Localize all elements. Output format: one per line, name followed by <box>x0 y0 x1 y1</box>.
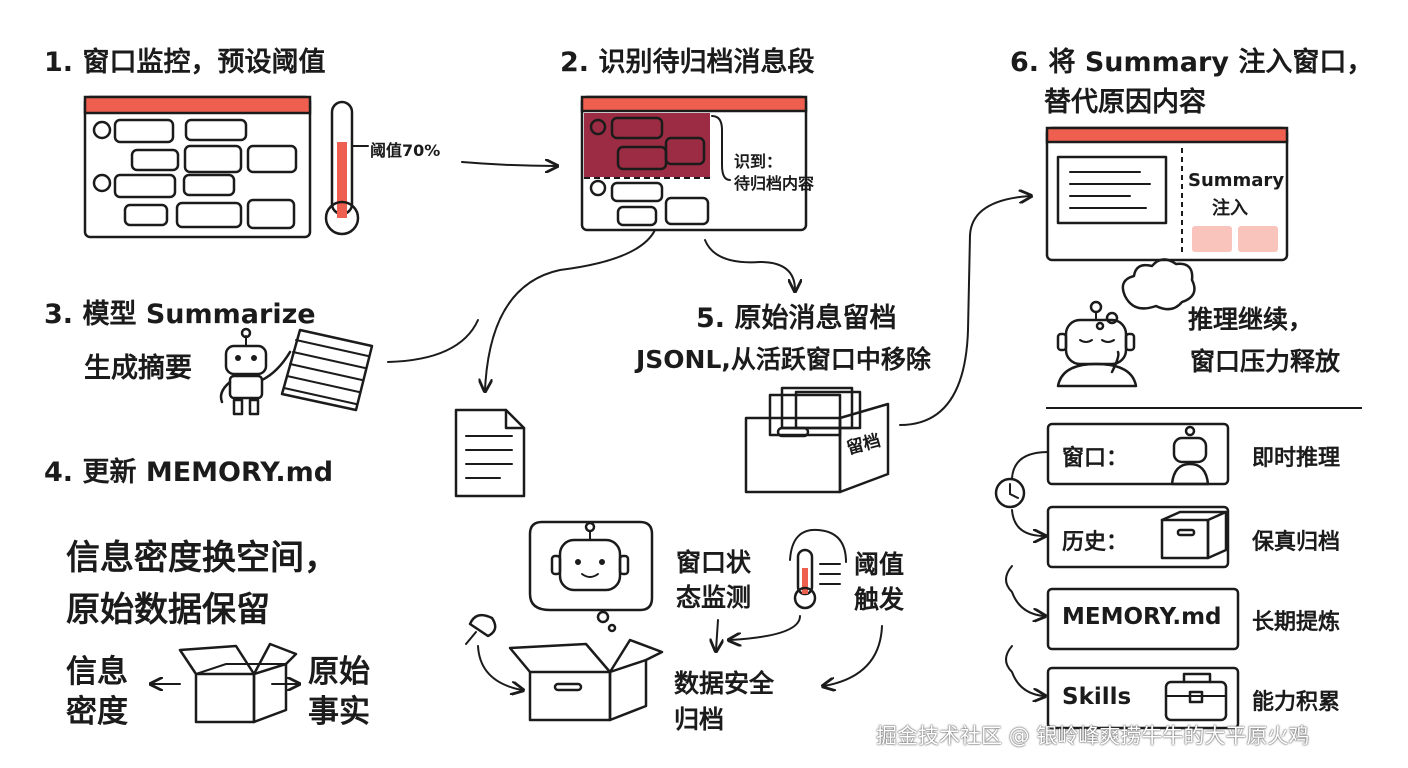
layer-memory-name: MEMORY.md <box>1062 604 1222 630</box>
cycle-safe-1: 数据安全 <box>674 669 775 698</box>
cycle-trigger-1: 阈值 <box>854 550 905 579</box>
pushpin-icon <box>465 613 497 645</box>
principle-left-1: 信息 <box>66 654 128 690</box>
threshold-label: 阈值70% <box>370 141 441 160</box>
cycle-safe-2: 归档 <box>674 705 725 734</box>
arrow-1-to-2 <box>461 162 556 166</box>
jsonl-archive-box-icon <box>744 386 890 494</box>
step-4-title: 4. 更新 MEMORY.md <box>44 457 334 488</box>
layer-skills-name: Skills <box>1062 684 1132 710</box>
timeline-arrow-3 <box>1005 565 1044 616</box>
svg-text:• • •: • • • <box>197 151 231 167</box>
principle-left-2: 密度 <box>66 694 128 730</box>
cycle-box-icon <box>508 638 664 722</box>
document-icon <box>454 408 526 498</box>
continue-label-1: 推理继续， <box>1188 305 1314 334</box>
step-1-title: 1. 窗口监控，预设阈值 <box>44 47 326 78</box>
layer-window-name: 窗口： <box>1062 446 1129 471</box>
continue-label-2: 窗口压力释放 <box>1190 347 1341 376</box>
arrow-2-to-doc <box>485 229 656 390</box>
principle-line-1: 信息密度换空间， <box>66 538 338 578</box>
thermometer-icon <box>324 100 369 236</box>
layer-stack-frames <box>1046 422 1240 730</box>
watermark: 掘金技术社区 @ 银岭峰爽捞牛牛的大平原火鸡 <box>876 724 1310 748</box>
open-box-icon <box>178 642 298 724</box>
timeline-arrow-1 <box>1011 451 1049 479</box>
principle-right-2: 事实 <box>308 694 370 730</box>
summary-label-zh: 注入 <box>1212 198 1248 219</box>
cycle-robot-icon <box>528 520 654 633</box>
layer-memory-desc: 长期提炼 <box>1252 610 1341 635</box>
step-5-title: 5. 原始消息留档 <box>696 303 897 334</box>
principle-right-1: 原始 <box>308 654 370 690</box>
box-jsonl-label: JSONL <box>757 448 826 472</box>
layer-skills-desc: 能力积累 <box>1252 690 1341 715</box>
cycle-monitor-1: 窗口状 <box>676 548 752 577</box>
layer-toolbox-icon <box>1164 672 1228 722</box>
identify-window-icon <box>580 95 808 232</box>
step-3-title: 3. 模型 Summarize <box>44 299 316 330</box>
cycle-arrow-thermo <box>730 615 801 640</box>
step-2-title: 2. 识别待归档消息段 <box>560 47 815 78</box>
arrow-5-to-6 <box>899 196 1030 426</box>
thinking-robot-icon <box>1056 258 1196 388</box>
step-6-title-line2: 替代原因内容 <box>1044 87 1206 118</box>
principle-line-2: 原始数据保留 <box>66 590 270 630</box>
robot-papers-icon <box>219 327 374 416</box>
step-5-subtitle: JSONL,从活跃窗口中移除 <box>636 345 931 374</box>
cycle-arrow-monitor <box>716 619 718 650</box>
arrow-2-to-5 <box>704 239 795 290</box>
layer-history-desc: 保真归档 <box>1252 530 1341 555</box>
cycle-monitor-2: 态监测 <box>676 583 752 612</box>
identify-label-1: 识到： <box>734 152 783 171</box>
cycle-thermometer-icon <box>789 528 847 610</box>
step-6-title-line1: 6. 将 Summary 注入窗口， <box>1010 47 1374 78</box>
cycle-arrow-box <box>477 645 522 690</box>
cycle-trigger-2: 触发 <box>854 585 905 614</box>
timeline-arrow-4 <box>1005 645 1044 696</box>
clock-icon <box>994 477 1026 509</box>
summary-label-en: Summary <box>1188 170 1285 191</box>
chat-window-icon: • • • <box>83 95 312 239</box>
summary-window-icon <box>1045 126 1289 262</box>
step-3-subtitle: 生成摘要 <box>84 353 192 384</box>
identify-label-2: 待归档内容 <box>734 174 815 193</box>
cycle-arrow-trigger <box>824 625 883 686</box>
timeline-arrow-2 <box>1011 509 1044 536</box>
layer-window-desc: 即时推理 <box>1252 446 1341 471</box>
arrow-3-to-doc <box>387 319 479 363</box>
layer-history-name: 历史： <box>1062 530 1129 555</box>
layer-robot-icon <box>1170 425 1210 486</box>
layer-box-icon <box>1160 510 1228 560</box>
